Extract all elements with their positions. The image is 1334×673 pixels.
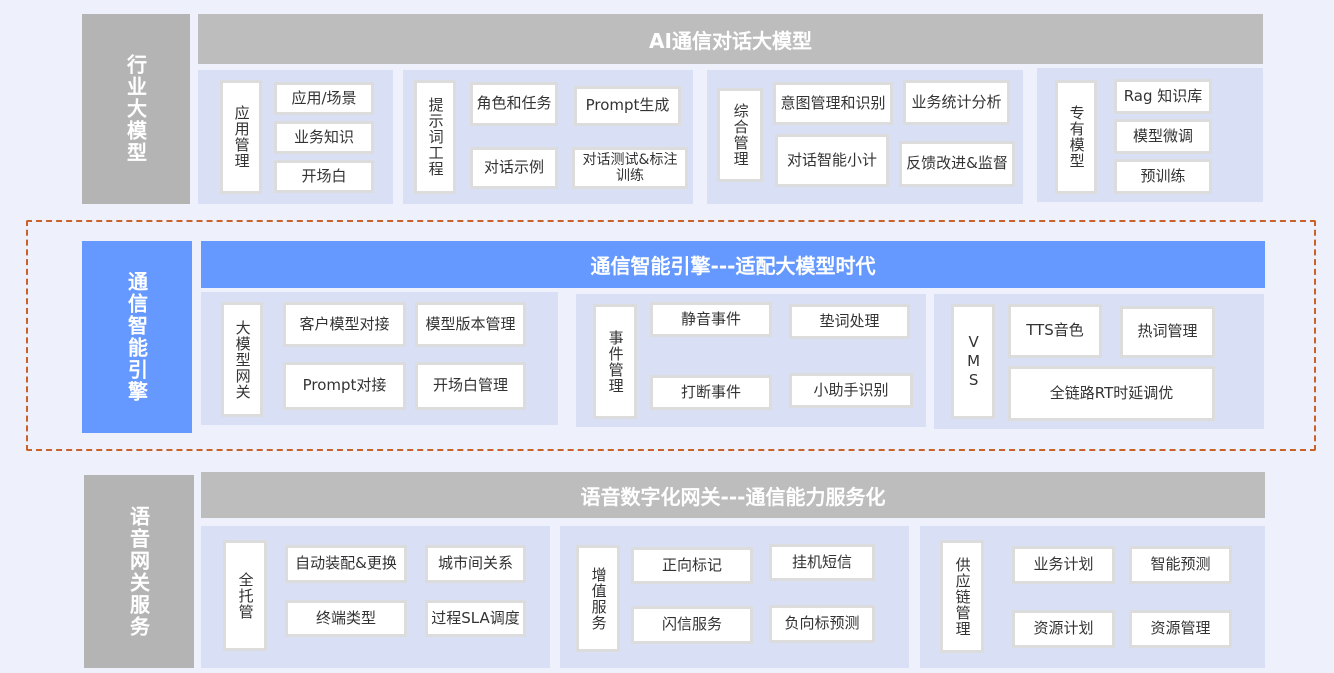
assistant-recognition-box: 小助手识别: [789, 373, 913, 408]
hot-word-box: 热词管理: [1120, 306, 1215, 358]
mute-event-box: 静音事件: [650, 302, 772, 337]
full-hosting-label: 全托管: [223, 540, 267, 651]
business-knowledge-box: 业务知识: [274, 121, 374, 154]
resource-management-box: 资源管理: [1129, 610, 1232, 648]
prompt-generate-box: Prompt生成: [574, 86, 681, 126]
event-management-label: 事件管理: [593, 304, 637, 419]
dedicated-model-label: 专有模型: [1055, 80, 1097, 194]
dialog-test-box: 对话测试&标注训练: [572, 147, 688, 189]
supply-chain-label: 供应链管理: [940, 540, 984, 653]
hangup-sms-box: 挂机短信: [769, 544, 875, 581]
layer1-side-label: 行业大模型: [82, 14, 190, 204]
negative-predict-box: 负向标预测: [769, 605, 875, 643]
opening-box: 开场白: [274, 160, 374, 193]
dialog-example-box: 对话示例: [470, 147, 558, 189]
auto-assembly-box: 自动装配&更换: [285, 545, 407, 583]
highlight-dashed-border: [26, 220, 1316, 451]
flash-sms-box: 闪信服务: [631, 606, 753, 644]
app-scene-box: 应用/场景: [274, 82, 374, 115]
role-task-box: 角色和任务: [470, 82, 558, 126]
sla-dispatch-box: 过程SLA调度: [425, 600, 526, 637]
layer1-title-bar: AI通信对话大模型: [198, 14, 1263, 64]
layer3-title-bar: 语音数字化网关---通信能力服务化: [201, 472, 1265, 518]
model-gateway-label: 大模型网关: [221, 302, 263, 417]
vms-label: VMS: [951, 304, 995, 419]
city-relation-box: 城市间关系: [425, 545, 526, 583]
prompt-connect-box: Prompt对接: [283, 362, 406, 410]
interrupt-event-box: 打断事件: [650, 375, 772, 410]
business-plan-box: 业务计划: [1012, 546, 1115, 584]
rag-box: Rag 知识库: [1114, 79, 1212, 114]
positive-mark-box: 正向标记: [631, 547, 753, 584]
prompt-engineering-label: 提示词工程: [414, 80, 456, 194]
filler-word-box: 垫词处理: [789, 304, 910, 339]
layer2-side-label: 通信智能引擎: [82, 241, 192, 433]
fine-tune-box: 模型微调: [1114, 119, 1212, 154]
layer3-side-label: 语音网关服务: [84, 475, 194, 668]
opening-management-box: 开场白管理: [415, 362, 526, 410]
dialog-summary-box: 对话智能小计: [775, 134, 889, 187]
customer-model-box: 客户模型对接: [283, 302, 406, 347]
resource-plan-box: 资源计划: [1012, 610, 1115, 648]
tts-voice-box: TTS音色: [1008, 304, 1102, 358]
intent-management-box: 意图管理和识别: [773, 82, 893, 125]
smart-predict-box: 智能预测: [1129, 546, 1232, 584]
business-stats-box: 业务统计分析: [903, 80, 1010, 125]
value-added-label: 增值服务: [576, 545, 620, 652]
general-management-label: 综合管理: [717, 88, 763, 182]
terminal-type-box: 终端类型: [285, 600, 407, 637]
app-management-label: 应用管理: [220, 80, 262, 194]
feedback-box: 反馈改进&监督: [899, 141, 1015, 187]
layer2-title-bar: 通信智能引擎---适配大模型时代: [201, 241, 1265, 288]
rt-latency-box: 全链路RT时延调优: [1008, 366, 1215, 421]
model-version-box: 模型版本管理: [415, 302, 526, 347]
pretrain-box: 预训练: [1114, 159, 1212, 194]
